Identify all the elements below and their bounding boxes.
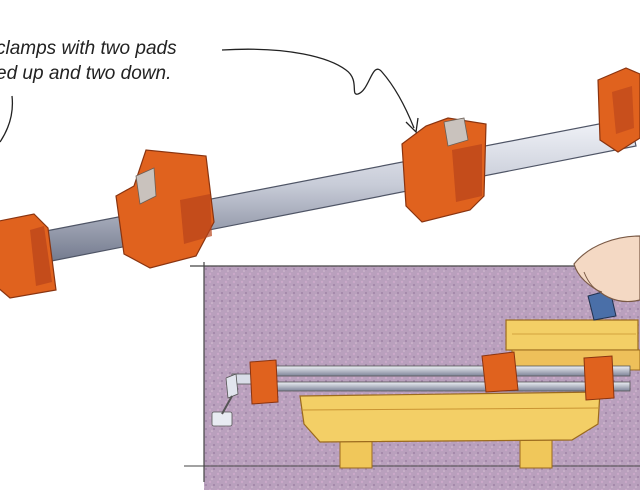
hand-with-tool [573, 235, 640, 321]
upper-board [505, 319, 639, 351]
inset-pipe-bottom [261, 381, 631, 392]
caption-line-2: ed up and two down. [0, 63, 172, 84]
caption-line-1: clamps with two pads [0, 38, 177, 59]
caption: clamps with two pads ed up and two down. [0, 36, 177, 86]
inset-clamp-left [249, 359, 279, 405]
main-pipe [19, 117, 637, 267]
inset-pipe-top [261, 365, 631, 377]
main-pipe-clamp [0, 67, 640, 299]
bench-top [299, 391, 601, 443]
annotation-arrow [221, 48, 415, 129]
inset-scene [184, 235, 640, 490]
bench-top-edge [301, 407, 599, 411]
annotation-arrowhead [405, 117, 419, 134]
inset-clamp-mid [481, 351, 519, 393]
annotation-leader-left [0, 95, 14, 143]
inset-clamp-right [583, 355, 615, 401]
